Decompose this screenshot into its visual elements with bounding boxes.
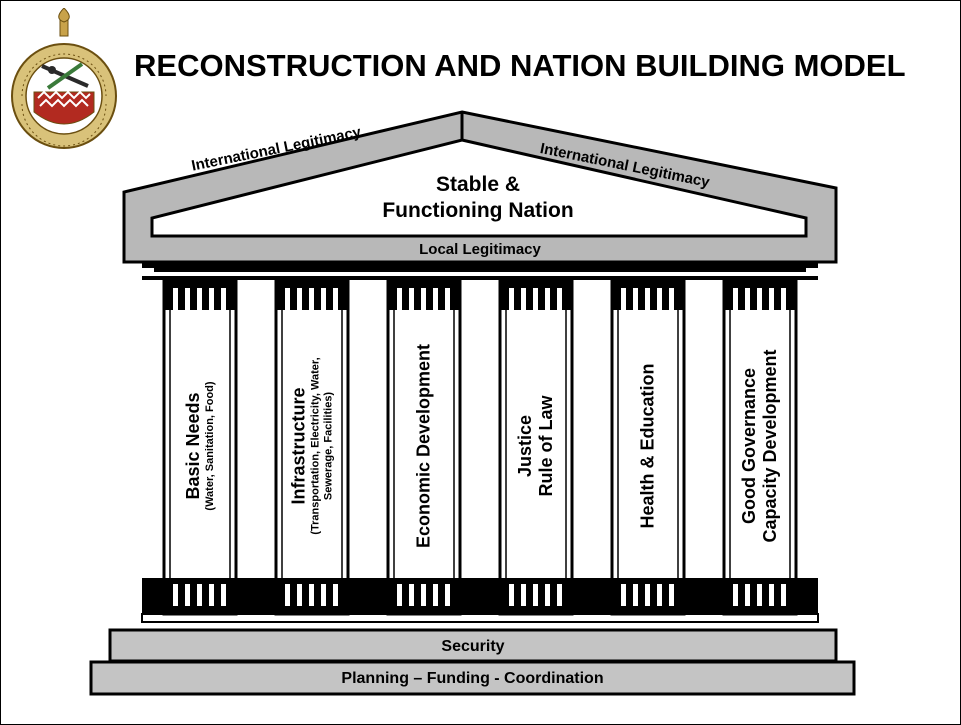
pillar-4-flute-top — [545, 288, 550, 310]
pillar-justice-label: Justice Rule of Law — [515, 395, 557, 496]
pillar-label-sub: (Water, Sanitation, Food) — [204, 381, 216, 511]
pillar-6-flute-top — [757, 288, 762, 310]
roof-beam-shadow — [142, 262, 818, 268]
security-bar — [108, 628, 838, 663]
seal-torch-icon — [58, 8, 70, 37]
pillar-label-main: Justice — [515, 414, 535, 478]
pillar-good-governance-label: Good Governance Capacity Development — [739, 349, 781, 542]
roof-beam-shadow-2 — [154, 268, 806, 272]
pillar-2-flute-bottom — [285, 584, 290, 606]
pillar-5-flute-top — [657, 288, 662, 310]
roof-center-label: Stable & Functioning Nation — [380, 172, 576, 224]
pillar-infrastructure-label: Infrastructure (Transportation, Electric… — [289, 357, 336, 534]
icaf-seal-emblem — [11, 8, 117, 149]
pillar-2-flute-bottom — [333, 584, 338, 606]
pillar-6-flute-bottom — [745, 584, 750, 606]
pillar-6-flute-bottom — [733, 584, 738, 606]
pillar-3-flute-top — [409, 288, 414, 310]
pillar-5-flute-top — [633, 288, 638, 310]
pillar-2-flute-top — [309, 288, 314, 310]
pillar-3-flute-top — [397, 288, 402, 310]
lower-pillar-band-edge — [141, 613, 819, 623]
pillar-5-flute-top — [621, 288, 626, 310]
pillar-3-flute-bottom — [421, 584, 426, 606]
pillar-4-flute-top — [509, 288, 514, 310]
pillar-6-flute-bottom — [769, 584, 774, 606]
pillar-label-main: Health & Education — [637, 363, 658, 529]
pillar-1-flute-bottom — [197, 584, 202, 606]
pillar-4-flute-top — [533, 288, 538, 310]
planning-bar — [89, 660, 856, 696]
lower-pillar-band — [142, 578, 818, 614]
pillar-health-education-label: Health & Education — [638, 363, 659, 528]
pillar-4-flute-bottom — [557, 584, 562, 606]
pillars-group — [162, 278, 798, 616]
pillar-2-flute-top — [321, 288, 326, 310]
pillar-4-flute-top — [521, 288, 526, 310]
pillar-label-sub: (Transportation, Electricity, Water, — [309, 357, 322, 535]
pillar-2-flute-bottom — [321, 584, 326, 606]
pillar-1-flute-bottom — [185, 584, 190, 606]
pillar-1-flute-bottom — [209, 584, 214, 606]
pillar-2-flute-top — [297, 288, 302, 310]
roof — [122, 110, 838, 272]
pillar-3-flute-top — [433, 288, 438, 310]
pillar-5-body — [610, 278, 686, 616]
pillar-5-flute-bottom — [657, 584, 662, 606]
page-title: RECONSTRUCTION AND NATION BUILDING MODEL — [134, 48, 906, 83]
pillar-4-flute-bottom — [545, 584, 550, 606]
pillar-label-main-2: Rule of Law — [536, 395, 556, 497]
pillar-6-flute-top — [781, 288, 786, 310]
roof-inner-panel — [150, 138, 808, 238]
pillar-label-main: Infrastructure — [288, 387, 309, 505]
pillar-5-flute-top — [669, 288, 674, 310]
pillar-5-flute-bottom — [621, 584, 626, 606]
pillar-1-flute-top — [209, 288, 214, 310]
pillar-4-flute-bottom — [521, 584, 526, 606]
pillar-5-flute-top — [645, 288, 650, 310]
pillar-1-flute-bottom — [173, 584, 178, 606]
pillar-label-main: Basic Needs — [183, 392, 203, 500]
pillar-1-flute-top — [221, 288, 226, 310]
pillar-2-flute-top — [285, 288, 290, 310]
pillar-economic-development-label: Economic Development — [414, 344, 435, 548]
pillar-5-flute-bottom — [645, 584, 650, 606]
pillar-2-flute-top — [333, 288, 338, 310]
pillar-5-flute-bottom — [669, 584, 674, 606]
planning-funding-coordination-label: Planning – Funding - Coordination — [341, 670, 604, 687]
pillar-2-flute-bottom — [309, 584, 314, 606]
pillar-3-flute-bottom — [409, 584, 414, 606]
security-label: Security — [441, 638, 505, 655]
pillar-6-flute-top — [733, 288, 738, 310]
pillar-2-flute-bottom — [297, 584, 302, 606]
pillar-label-main: Good Governance — [739, 367, 759, 525]
upper-pillar-band — [142, 276, 818, 280]
pillar-6-flute-bottom — [781, 584, 786, 606]
pillar-label-sub: Sewerage, Facilities) — [322, 391, 335, 501]
pillar-label-main-2: Capacity Development — [760, 349, 780, 543]
pillar-basic-needs-label: Basic Needs (Water, Sanitation, Food) — [183, 381, 217, 510]
pillar-1-flute-bottom — [221, 584, 226, 606]
roof-center-line-1: Stable & — [435, 173, 521, 196]
pillar-6-flute-bottom — [757, 584, 762, 606]
pillar-6-flute-top — [745, 288, 750, 310]
pillar-6-flute-top — [769, 288, 774, 310]
pillar-3-flute-top — [445, 288, 450, 310]
pillar-4-flute-top — [557, 288, 562, 310]
pillar-5-flute-bottom — [633, 584, 638, 606]
pillar-1-flute-top — [197, 288, 202, 310]
pillar-3-flute-bottom — [397, 584, 402, 606]
pillar-3-flute-top — [421, 288, 426, 310]
pillar-label-main: Economic Development — [413, 343, 434, 549]
pillar-4-flute-bottom — [509, 584, 514, 606]
pillar-3-flute-bottom — [445, 584, 450, 606]
pillar-3-flute-bottom — [433, 584, 438, 606]
pillar-4-flute-bottom — [533, 584, 538, 606]
local-legitimacy-label: Local Legitimacy — [419, 241, 541, 258]
pillar-1-flute-top — [185, 288, 190, 310]
pillar-1-flute-top — [173, 288, 178, 310]
pillar-3-body — [386, 278, 462, 616]
roof-center-line-2: Functioning Nation — [382, 199, 574, 222]
